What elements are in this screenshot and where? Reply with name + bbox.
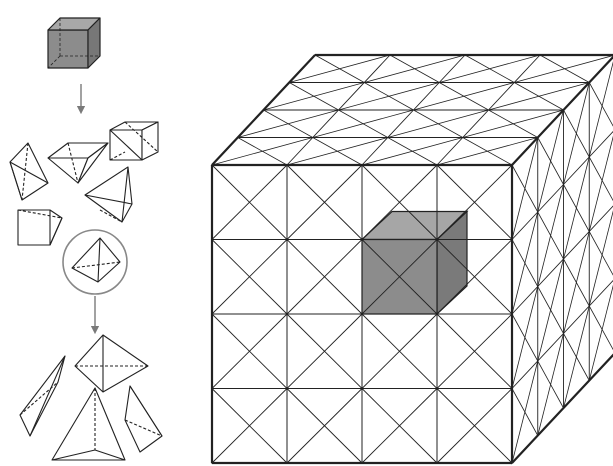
- meshed-cube: [212, 55, 613, 463]
- prism-pieces: [10, 122, 158, 245]
- tetra-piece-b: [20, 356, 65, 436]
- tetra-pieces: [20, 335, 162, 460]
- selected-pyramid: [72, 238, 120, 282]
- prism-piece-a: [10, 143, 48, 200]
- prism-piece-b: [48, 143, 108, 183]
- tetra-piece-a: [75, 335, 148, 392]
- tetra-piece-d: [125, 386, 162, 452]
- prism-piece-d: [85, 167, 132, 222]
- prism-piece-e: [18, 210, 62, 245]
- source-cube: [48, 18, 100, 68]
- prism-piece-c: [110, 122, 158, 160]
- tetra-piece-c: [52, 388, 125, 460]
